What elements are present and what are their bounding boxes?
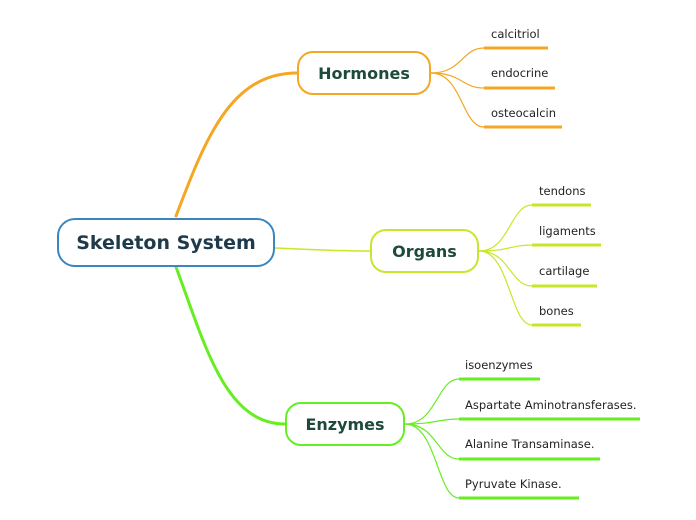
branch-topic-label: Enzymes (305, 414, 385, 434)
subtopic-isoenzymes[interactable]: isoenzymes (465, 358, 533, 372)
link-root-organs (274, 247, 371, 252)
subtopic-endocrine[interactable]: endocrine (491, 66, 549, 80)
branch-topic-hormones[interactable]: Hormones (297, 51, 431, 95)
subtopic-tendons[interactable]: tendons (539, 184, 586, 198)
link-root-hormones (174, 71, 299, 218)
link-enzymes-leaf-2 (404, 418, 460, 425)
link-enzymes-leaf-3 (404, 423, 460, 460)
link-hormones-leaf-3 (430, 72, 562, 128)
branch-topic-enzymes[interactable]: Enzymes (285, 402, 405, 446)
subtopic-bones[interactable]: bones (539, 304, 574, 318)
link-hormones-leaf-2 (430, 72, 555, 89)
subtopic-cartilage[interactable]: cartilage (539, 264, 590, 278)
subtopic-aspartate-aminotransferases[interactable]: Aspartate Aminotransferases. (465, 398, 637, 412)
link-organs-leaf-4 (478, 250, 533, 326)
link-hormones-leaf-1 (430, 47, 548, 74)
root-topic-skeleton-system[interactable]: Skeleton System (57, 218, 275, 267)
subtopic-osteocalcin[interactable]: osteocalcin (491, 106, 557, 120)
root-topic-label: Skeleton System (76, 231, 256, 254)
link-enzymes-leaf-1 (404, 378, 460, 425)
subtopic-ligaments[interactable]: ligaments (539, 224, 596, 238)
subtopic-pyruvate-kinase[interactable]: Pyruvate Kinase. (465, 477, 562, 491)
branch-topic-label: Organs (392, 241, 457, 261)
link-enzymes-leaf-4 (404, 423, 460, 499)
branch-topic-label: Hormones (318, 63, 410, 83)
link-organs-leaf-3 (478, 250, 533, 287)
link-root-enzymes (174, 265, 287, 426)
branch-topic-organs[interactable]: Organs (370, 229, 479, 273)
link-organs-leaf-1 (478, 204, 533, 252)
subtopic-alanine-transaminase[interactable]: Alanine Transaminase. (465, 437, 595, 451)
subtopic-calcitriol[interactable]: calcitriol (491, 27, 540, 41)
link-organs-leaf-2 (478, 244, 533, 252)
